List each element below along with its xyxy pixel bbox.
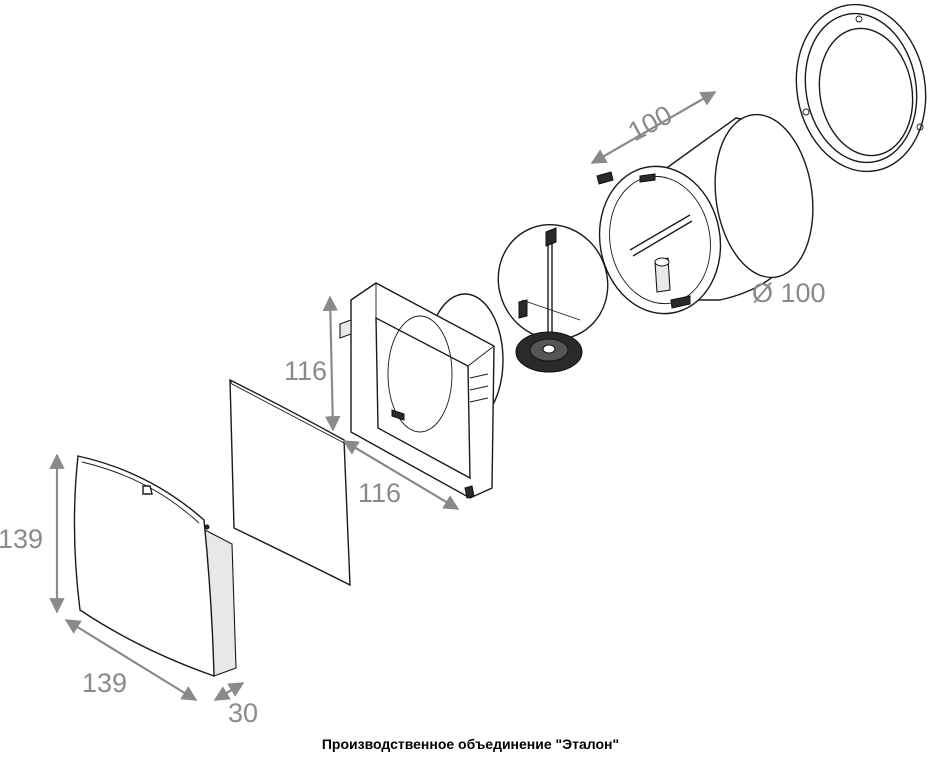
front-cover-panel (73, 455, 237, 677)
front-width-label: 139 (82, 668, 127, 698)
outer-flange-ring (795, 3, 927, 173)
front-depth-label: 30 (228, 698, 258, 728)
dimension-lines (49, 91, 717, 701)
damper-assembly (497, 223, 609, 373)
duct-diameter-label: Ø 100 (752, 278, 826, 308)
flat-panel (229, 378, 351, 587)
square-frame (339, 282, 504, 499)
manufacturer-caption: Производственное объединение "Эталон" (321, 736, 620, 752)
frame-height-label: 116 (284, 356, 327, 386)
frame-width-label: 116 (358, 478, 401, 508)
exploded-view-diagram: 139 139 30 116 116 100 Ø 100 (0, 3, 927, 728)
front-height-label: 139 (0, 524, 43, 554)
